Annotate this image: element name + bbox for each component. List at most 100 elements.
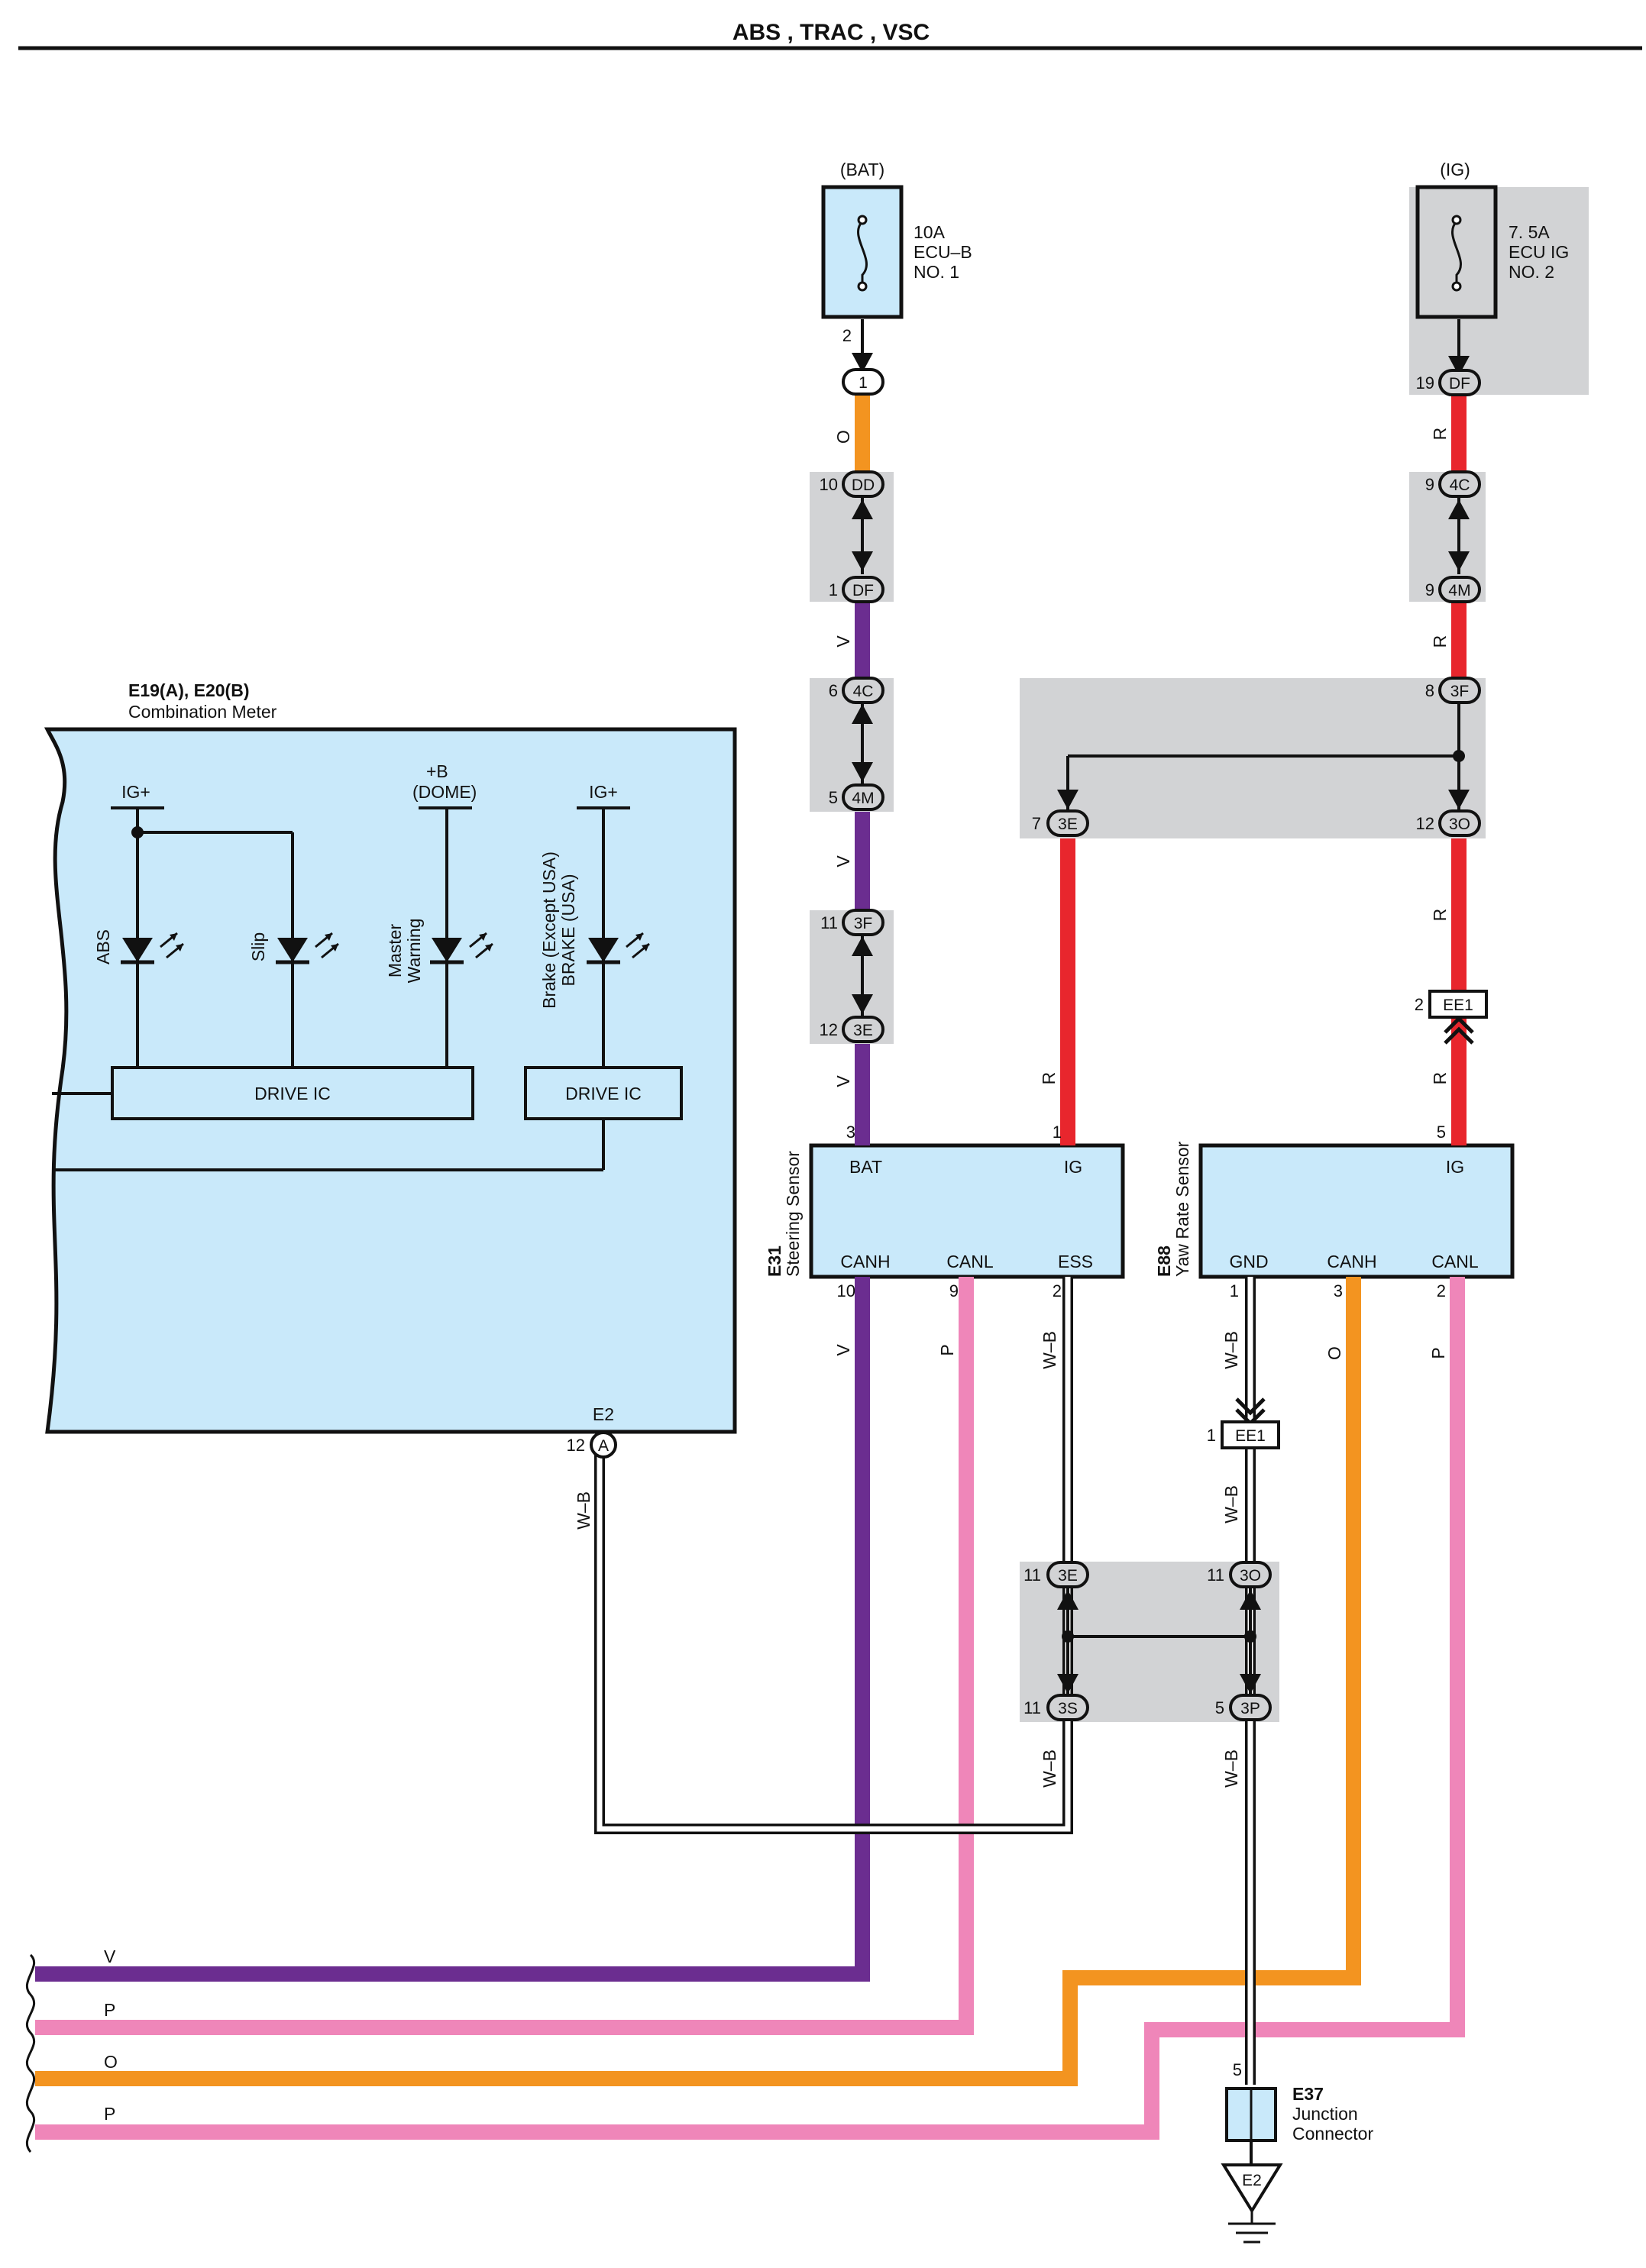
yaw-sensor-code: E88 <box>1154 1245 1174 1277</box>
steering-ig-label: IG <box>1064 1157 1082 1177</box>
connector-4m-right <box>1438 576 1481 603</box>
fuse-bat-name: ECU–B <box>914 242 972 262</box>
ground-symbol-triangle <box>1221 2163 1283 2214</box>
connector-4c-right <box>1438 470 1481 498</box>
e37-name-2: Connector <box>1292 2124 1373 2144</box>
steering-sensor: BAT IG CANH CANL ESS 3 1 10 9 2 E31 Stee… <box>765 1123 1093 1300</box>
yaw-canl-label: CANL <box>1431 1252 1479 1271</box>
yaw-ig-label: IG <box>1446 1157 1464 1177</box>
pin-3e-mid: 7 <box>1032 814 1041 833</box>
junction-bg-3f-3o <box>1020 678 1486 838</box>
connector-3f-left <box>842 909 884 936</box>
drive-ic-right-box <box>524 1066 683 1120</box>
bus-line-4: P <box>104 2104 115 2124</box>
steering-sensor-box <box>809 1143 1125 1279</box>
connector-3e-left-label: 3E <box>853 1022 873 1039</box>
connector-3e-ground <box>1046 1561 1089 1588</box>
bus-line-3: O <box>104 2052 118 2072</box>
connector-3p <box>1229 1694 1272 1721</box>
junction-connector-e37: 5 E37 Junction Connector E2 <box>1221 2060 1373 2244</box>
fuse-bat-rating: 10A <box>914 222 946 242</box>
pin-3e-left: 12 <box>820 1020 838 1039</box>
pin-3o-ground: 11 <box>1207 1565 1224 1585</box>
lamp-brake-1: Brake (Except USA) <box>539 851 559 1009</box>
fuse-bat-number: NO. 1 <box>914 262 959 282</box>
steering-bat-label: BAT <box>849 1157 882 1177</box>
bus-lines: V P O P <box>25 1947 118 2153</box>
yaw-gnd-label: GND <box>1229 1252 1268 1271</box>
meter-splice <box>131 826 144 838</box>
wire-label-yaw-canl: P <box>1428 1347 1448 1359</box>
wire-label-yaw-canh: O <box>1324 1346 1344 1360</box>
pin-4c-left: 6 <box>829 681 838 700</box>
yaw-pin-canl: 2 <box>1437 1281 1446 1300</box>
wire-label-red-4: R <box>1430 1072 1450 1085</box>
fuse-ig-rating: 7. 5A <box>1509 222 1550 242</box>
pin-4m-right: 9 <box>1425 580 1434 599</box>
connector-3p-label: 3P <box>1240 1700 1260 1717</box>
steering-canh-label: CANH <box>840 1252 890 1271</box>
steering-ess-label: ESS <box>1058 1252 1093 1271</box>
lamp-master-2: Warning <box>404 919 424 984</box>
pin-dd: 10 <box>820 475 838 494</box>
connector-pills: 2 1 DD 10 DF 1 4C 6 4M 5 3F 11 3E 12 DF … <box>820 326 1488 1721</box>
pin-3f-left: 11 <box>820 913 838 932</box>
lamp-master-1: Master <box>385 924 405 978</box>
wire-label-red-mid: R <box>1039 1072 1059 1085</box>
wire-label-violet-2: V <box>833 855 853 867</box>
pin-3e-ground: 11 <box>1023 1565 1041 1585</box>
connector-3s-label: 3S <box>1058 1700 1078 1717</box>
connector-dd <box>842 470 884 498</box>
pin-3s: 11 <box>1023 1698 1041 1717</box>
steering-sensor-code: E31 <box>765 1245 784 1277</box>
drive-ic-left: DRIVE IC <box>254 1084 331 1103</box>
connector-ee1-bottom-label: EE1 <box>1235 1427 1266 1445</box>
connector-4m-left-label: 4M <box>852 790 874 807</box>
connector-3e-mid-label: 3E <box>1058 816 1078 833</box>
wire-label-steer-canl: P <box>937 1344 957 1355</box>
connector-df-left-label: DF <box>852 582 874 599</box>
steering-pin-canl: 9 <box>949 1281 959 1300</box>
splice-ground-right <box>1244 1630 1256 1643</box>
lamp-abs: ABS <box>93 929 113 964</box>
connector-3f-left-label: 3F <box>854 915 873 932</box>
pin-df-right: 19 <box>1416 373 1434 393</box>
wire-yaw-canl-pink <box>35 1277 1465 2140</box>
connector-3f-right <box>1438 677 1481 704</box>
led-master <box>430 932 493 964</box>
fuse-ig-source: (IG) <box>1440 160 1470 179</box>
yaw-canh-label: CANH <box>1327 1252 1376 1271</box>
fuse-ig-number: NO. 2 <box>1509 262 1554 282</box>
connector-3s <box>1046 1694 1089 1721</box>
meter-supply-left: IG+ <box>121 782 150 802</box>
steering-pin-ig: 1 <box>1053 1123 1062 1142</box>
bus-line-1: V <box>104 1947 116 1966</box>
pin-ee1-bottom: 1 <box>1207 1426 1216 1445</box>
fuse-ig-pin-bottom <box>1451 281 1462 292</box>
pin-3o-right: 12 <box>1416 814 1434 833</box>
meter-supply-dome-2: (DOME) <box>412 782 477 802</box>
connector-3o-right-label: 3O <box>1449 816 1470 833</box>
steering-canl-label: CANL <box>946 1252 994 1271</box>
ground-label: E2 <box>1242 2172 1262 2189</box>
connector-ee1-top-label: EE1 <box>1443 997 1473 1014</box>
connector-ee1-bottom <box>1221 1420 1280 1449</box>
connector-4c-left <box>842 677 884 704</box>
meter-ground-connector-label: A <box>598 1437 609 1455</box>
meter-ground-label: E2 <box>593 1404 614 1424</box>
wire-label-violet-1: V <box>833 635 853 648</box>
drive-ic-left-box <box>111 1066 474 1120</box>
wire-yaw-canh-orange <box>35 1277 1361 2086</box>
steering-pin-canh: 10 <box>837 1281 855 1300</box>
pin-ee1-top: 2 <box>1415 995 1424 1014</box>
wire-label-bat-top: O <box>833 430 853 444</box>
fuse-ig-icon <box>1451 220 1462 284</box>
meter-ground-pin: 12 <box>567 1436 585 1455</box>
pin-4c-right: 9 <box>1425 475 1434 494</box>
pin-df-left: 1 <box>829 580 838 599</box>
wire-label-steer-canh: V <box>833 1344 853 1356</box>
connector-3o-right <box>1438 809 1481 837</box>
pin-3p: 5 <box>1215 1698 1224 1717</box>
junction-bg-ig-fuse <box>1409 187 1589 395</box>
meter-title: E19(A), E20(B) <box>128 680 249 700</box>
